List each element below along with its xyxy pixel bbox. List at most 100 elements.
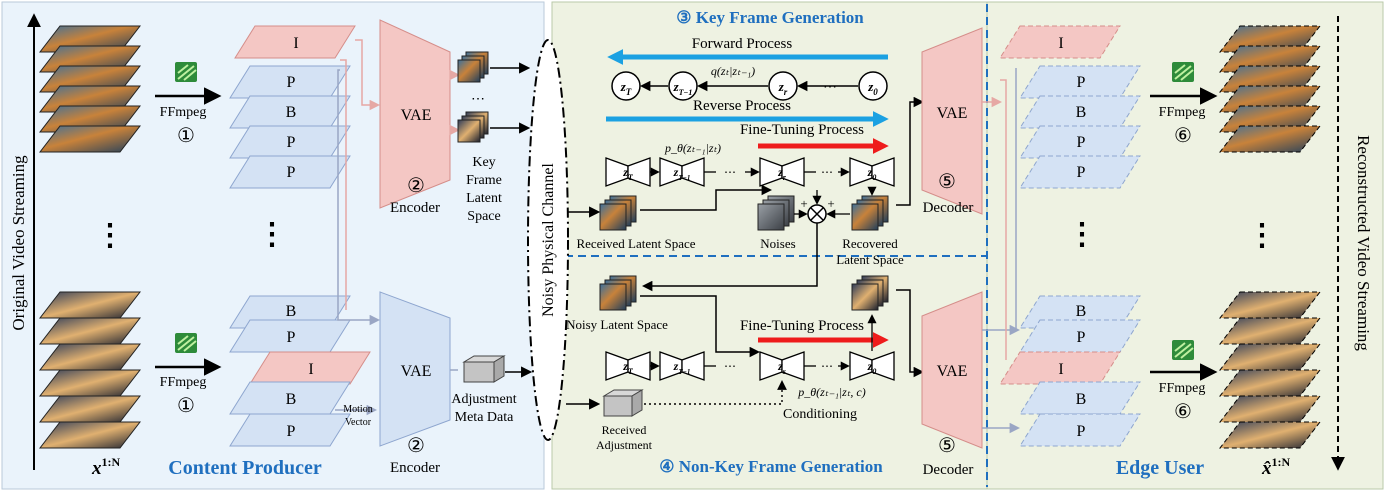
conditioning-label: Conditioning bbox=[783, 407, 857, 422]
recovered-latent-stack-bottom bbox=[851, 275, 889, 311]
noisy-latent-space-label: Noisy Latent Space bbox=[566, 317, 668, 332]
recon-gop-bottom bbox=[999, 295, 1141, 447]
p-label: p_θ(zₜ₋₁|zₜ) bbox=[664, 141, 721, 155]
encoder-label-bottom: Encoder bbox=[390, 460, 440, 476]
step-one-top: ① bbox=[177, 125, 195, 147]
p-cond-label: p_θ(zₜ₋₁|zₜ, c) bbox=[797, 385, 865, 399]
original-frames-bottom bbox=[38, 291, 142, 449]
ffmpeg-label-bottom: FFmpeg bbox=[160, 375, 207, 390]
frame-B2-bottom: B bbox=[286, 391, 297, 408]
encoder-label-top: Encoder bbox=[390, 200, 440, 216]
bot-zT: zT bbox=[622, 359, 634, 376]
recon-frame-P3-top: P bbox=[1077, 164, 1086, 181]
recon-frame-I-bottom: I bbox=[1058, 361, 1063, 378]
reverse-process-label: Reverse Process bbox=[693, 98, 791, 114]
key-latent-stack-1 bbox=[457, 51, 489, 83]
recon-frame-P1-bottom: P bbox=[1077, 329, 1086, 346]
adjustment-label-1: Adjustment bbox=[451, 392, 516, 407]
noisy-to-zs bbox=[640, 295, 761, 358]
dec-i-link bbox=[1000, 79, 1007, 360]
x-hat-label: x̂1:N bbox=[1261, 455, 1290, 479]
original-frames-top bbox=[38, 25, 142, 153]
reconstructed-video-streaming-label: Reconstructed Video Streaming bbox=[1354, 135, 1373, 351]
vae-decoder-nonkey bbox=[921, 291, 983, 449]
vae-encoder-key-label: VAE bbox=[401, 107, 432, 124]
ffmpeg-label-right-top: FFmpeg bbox=[1159, 105, 1206, 120]
recovered-to-decoder-bottom bbox=[896, 289, 925, 378]
edge-user-title: Edge User bbox=[1116, 457, 1204, 479]
fwd-dots: ⋯ bbox=[823, 80, 837, 95]
bot-dots-1: ⋯ bbox=[724, 359, 736, 373]
top-zT: zT bbox=[622, 165, 634, 182]
bot-dots-2: ⋯ bbox=[821, 359, 833, 373]
frame-P2-top: P bbox=[287, 134, 296, 151]
frame-P1-top: P bbox=[287, 74, 296, 91]
ffmpeg-logo-icon-bottom bbox=[175, 333, 197, 353]
content-producer-title: Content Producer bbox=[168, 457, 322, 479]
bot-zs: zs bbox=[777, 359, 786, 376]
key-latent-stack-2 bbox=[457, 111, 489, 143]
decoder-step-bottom: ⑤ bbox=[938, 435, 956, 457]
top-dots-2: ⋯ bbox=[821, 165, 833, 179]
frame-P1-bottom: P bbox=[287, 329, 296, 346]
ffmpeg-label-top: FFmpeg bbox=[160, 105, 207, 120]
non-key-frame-generation-title: ④ Non-Key Frame Generation bbox=[659, 457, 883, 476]
step-six-top: ⑥ bbox=[1174, 125, 1192, 147]
i-frame-to-vae-line bbox=[355, 39, 381, 111]
reconstructed-ellipsis: ⋮ bbox=[1247, 219, 1277, 252]
pframe-to-vae-line bbox=[337, 69, 381, 326]
recon-frame-B2-bottom: B bbox=[1076, 391, 1087, 408]
step-six-bottom: ⑥ bbox=[1174, 401, 1192, 423]
key-frame-latent-2: Frame bbox=[466, 173, 502, 188]
adjustment-meta-cube bbox=[462, 355, 506, 383]
encoder-step-top: ② bbox=[407, 175, 425, 197]
multiply-cross bbox=[810, 207, 824, 221]
vae-encoder-key bbox=[379, 19, 451, 209]
step-one-bottom: ① bbox=[177, 395, 195, 417]
fwd-z0: z0 bbox=[867, 79, 878, 97]
frame-B1-bottom: B bbox=[286, 303, 297, 320]
bot-zT1: zT−1 bbox=[673, 359, 691, 376]
motion-vector-label-1: Motion bbox=[343, 404, 372, 415]
ffmpeg-label-right-bottom: FFmpeg bbox=[1159, 381, 1206, 396]
fine-tuning-label-top: Fine-Tuning Process bbox=[740, 122, 864, 138]
recovered-latent-stack bbox=[851, 195, 889, 231]
original-ellipsis: ⋮ bbox=[95, 219, 125, 252]
top-dots-1: ⋯ bbox=[724, 165, 736, 179]
noises-label: Noises bbox=[760, 236, 795, 251]
key-frame-latent-4: Space bbox=[467, 209, 500, 224]
recon-frame-P2-bottom: P bbox=[1077, 423, 1086, 440]
recon-frame-P1-top: P bbox=[1077, 74, 1086, 91]
recovered-latent-label-2: Latent Space bbox=[836, 252, 904, 267]
plus-left: + bbox=[800, 196, 807, 211]
received-adjustment-cube bbox=[602, 389, 644, 417]
frame-I-bottom: I bbox=[308, 361, 313, 378]
key-frame-latent-1: Key bbox=[472, 155, 495, 170]
top-zr: zr bbox=[777, 165, 787, 182]
ffmpeg-logo-icon-right-bottom bbox=[1172, 340, 1194, 360]
frame-B-top: B bbox=[286, 104, 297, 121]
motion-vector-label-2: Vector bbox=[345, 417, 372, 428]
recon-gop-top bbox=[999, 25, 1141, 189]
bot-z0: z0 bbox=[867, 359, 877, 376]
forward-chain bbox=[611, 71, 888, 101]
received-latent-space-label: Received Latent Space bbox=[576, 236, 695, 251]
received-adjustment-label-2: Adjustment bbox=[596, 438, 653, 452]
key-frame-generation-title: ③ Key Frame Generation bbox=[676, 8, 864, 27]
original-video-streaming-label: Original Video Streaming bbox=[9, 155, 28, 331]
conditioning-line bbox=[644, 380, 787, 405]
received-to-zr-line bbox=[640, 184, 773, 211]
frame-I-top: I bbox=[293, 35, 298, 52]
gop-bottom bbox=[229, 295, 371, 447]
i-frame-link-line bbox=[340, 59, 347, 310]
received-adjustment-label-1: Received bbox=[602, 423, 647, 437]
noisy-channel-label: Noisy Physical Channel bbox=[540, 163, 557, 317]
reconstructed-frames-bottom bbox=[1218, 291, 1322, 449]
vae-decoder-key-label: VAE bbox=[937, 105, 968, 122]
ffmpeg-logo-icon-right-top bbox=[1172, 62, 1194, 82]
recon-frame-P2-top: P bbox=[1077, 134, 1086, 151]
reverse-chain-top bbox=[605, 157, 895, 187]
decoder-label-bottom: Decoder bbox=[923, 462, 974, 478]
